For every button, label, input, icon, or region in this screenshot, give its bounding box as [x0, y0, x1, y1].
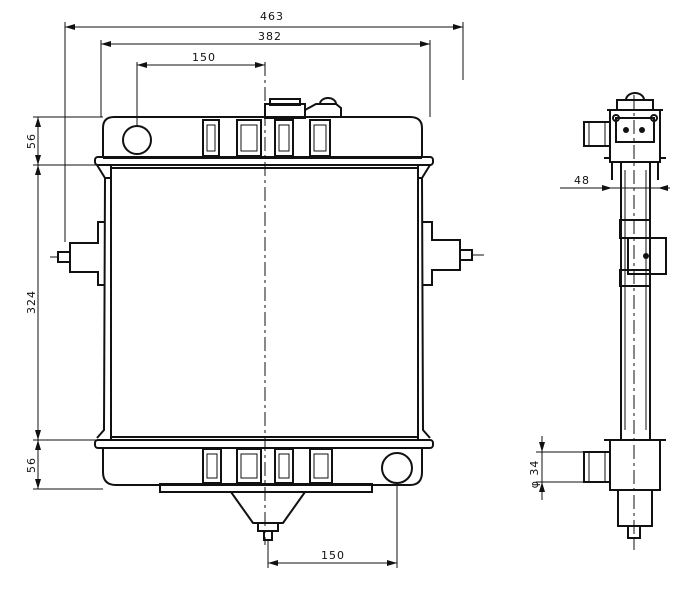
top-tank	[102, 116, 423, 158]
dim-core-height: 324	[25, 290, 38, 314]
side-outlet-pipe	[583, 451, 611, 483]
dim-top-tank-height: 56	[25, 133, 38, 149]
dim-overall-width: 463	[260, 10, 284, 23]
bottom-mounting-plate	[159, 483, 373, 493]
bottom-header-plate	[94, 439, 434, 449]
drain-plug	[257, 522, 279, 547]
side-mounting-bracket	[619, 219, 667, 287]
front-view	[50, 62, 484, 547]
left-mounting-bracket	[50, 221, 104, 286]
bottom-tank-ribs	[202, 448, 333, 484]
dim-bottom-tank-height: 56	[25, 457, 38, 473]
dim-bottom-outlet-offset: 150	[321, 549, 345, 562]
drain-bracket	[230, 491, 306, 524]
side-inlet-pipe	[583, 121, 611, 147]
top-inlet-pipe	[122, 125, 152, 155]
dim-core-width: 382	[258, 30, 282, 43]
filler-cap	[264, 97, 342, 119]
side-frames	[96, 164, 431, 439]
side-view	[583, 92, 667, 550]
top-header-plate	[94, 156, 434, 166]
bottom-outlet-pipe	[381, 452, 413, 484]
front-dimensions: 463 382 150 150 56 324 56	[25, 10, 464, 568]
bottom-tank	[102, 448, 423, 486]
top-tank-ribs	[202, 119, 331, 157]
side-filler-cap	[616, 99, 654, 110]
side-bottom-tank	[617, 489, 653, 527]
dim-pipe-diameter: φ 34	[528, 460, 541, 489]
right-mounting-bracket	[423, 221, 484, 286]
dim-top-inlet-offset: 150	[192, 51, 216, 64]
side-dimensions: 48 φ 34	[528, 174, 670, 500]
dim-side-depth: 48	[574, 174, 590, 187]
